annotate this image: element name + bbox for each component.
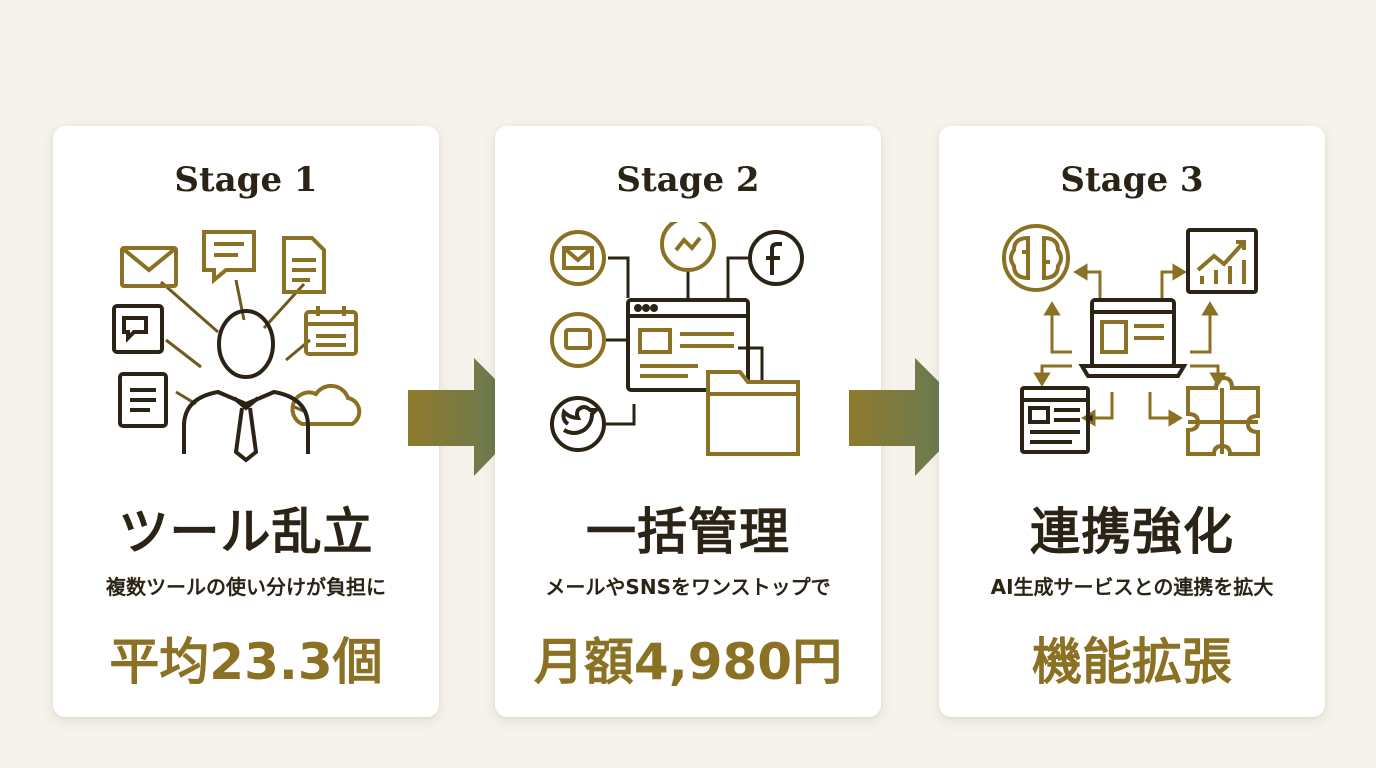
brain-icon	[1002, 224, 1070, 292]
stage-2-card: Stage 2	[495, 126, 881, 717]
twitter-icon	[550, 396, 606, 452]
document-icon	[118, 372, 168, 428]
document-icon	[282, 236, 326, 294]
stage-metric: 月額4,980円	[533, 633, 843, 691]
puzzle-icon	[1186, 375, 1260, 456]
facebook-icon	[748, 230, 804, 286]
stage-label: Stage 2	[616, 160, 760, 200]
chat-icon	[550, 312, 606, 368]
stage-1-card: Stage 1	[53, 126, 439, 717]
growth-chart-icon	[1186, 228, 1258, 294]
stage-description: メールやSNSをワンストップで	[545, 575, 831, 599]
stage-metric: 機能拡張	[1032, 633, 1232, 691]
stage-description: AI生成サービスとの連携を拡大	[990, 575, 1274, 599]
stage-metric: 平均23.3個	[109, 633, 383, 691]
integration-illustration	[1002, 224, 1260, 456]
envelope-icon	[550, 230, 606, 286]
stage-label: Stage 1	[174, 160, 318, 200]
dashboard-window-icon	[626, 298, 750, 392]
stage-headline: ツール乱立	[118, 503, 374, 561]
envelope-icon	[120, 246, 178, 288]
chat-icon	[112, 304, 164, 354]
browser-window-icon	[1020, 386, 1090, 454]
messenger-icon	[660, 222, 716, 272]
cloud-icon	[290, 383, 362, 426]
unified-management-illustration	[550, 222, 804, 456]
tool-sprawl-illustration	[112, 230, 362, 463]
calendar-icon	[304, 306, 358, 356]
person-icon	[182, 309, 310, 463]
laptop-icon	[1078, 298, 1188, 378]
stage-headline: 連携強化	[1030, 503, 1234, 561]
stage-description: 複数ツールの使い分けが負担に	[106, 575, 386, 599]
stage-headline: 一括管理	[586, 503, 790, 561]
chat-icon	[202, 230, 256, 285]
folder-icon	[706, 370, 800, 456]
stage-label: Stage 3	[1060, 160, 1204, 200]
stage-3-card: Stage 3	[939, 126, 1325, 717]
